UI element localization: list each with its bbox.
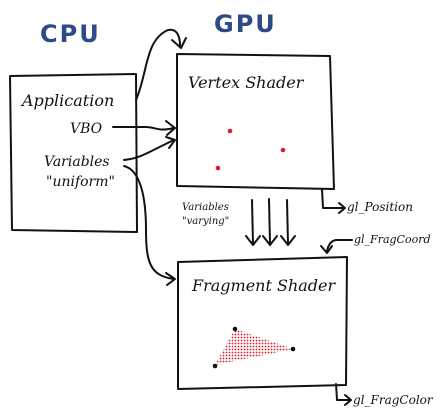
uniform-to-vertex-arrow <box>123 136 176 161</box>
cpu-header: CPU <box>40 20 101 48</box>
vbo-to-vertex-arrow <box>112 120 176 136</box>
varying-arrows: Variables "varying" <box>182 198 296 246</box>
uniform-variables-label: Variables <box>44 154 110 170</box>
vertex-point <box>215 165 221 171</box>
triangle-vertex <box>212 363 218 369</box>
vertex-shader-box-outline <box>176 53 335 190</box>
gl-fragcoord-input: gl_FragCoord <box>320 233 431 254</box>
application-box: Application VBO Variables "uniform" <box>9 73 138 233</box>
application-title: Application <box>20 91 114 110</box>
gl-fragcolor-output: gl_FragColor <box>335 383 434 407</box>
rasterized-triangle <box>215 329 293 365</box>
uniform-qualifier-label: "uniform" <box>46 174 115 190</box>
app-to-vertex-arrow <box>135 28 187 101</box>
varying-variables-label: Variables <box>182 202 229 213</box>
vbo-label: VBO <box>70 121 103 137</box>
vertex-point <box>280 147 286 153</box>
fragment-shader-box: Fragment Shader <box>177 256 348 390</box>
vertex-point <box>227 128 233 134</box>
vertex-shader-title: Vertex Shader <box>188 73 305 92</box>
vertex-shader-box: Vertex Shader <box>176 53 335 190</box>
gl-position-label: gl_Position <box>347 200 413 214</box>
application-box-outline <box>9 73 138 233</box>
uniform-to-fragment-arrow <box>123 165 176 286</box>
fragment-shader-box-outline <box>177 256 348 390</box>
varying-qualifier-label: "varying" <box>182 216 229 227</box>
triangle-vertex <box>232 326 238 332</box>
gl-position-output: gl_Position <box>321 188 413 214</box>
fragment-shader-title: Fragment Shader <box>191 276 337 295</box>
gl-fragcolor-label: gl_FragColor <box>353 393 434 407</box>
gpu-header: GPU <box>214 10 277 38</box>
triangle-vertex <box>290 346 296 352</box>
gl-fragcoord-label: gl_FragCoord <box>354 233 431 246</box>
